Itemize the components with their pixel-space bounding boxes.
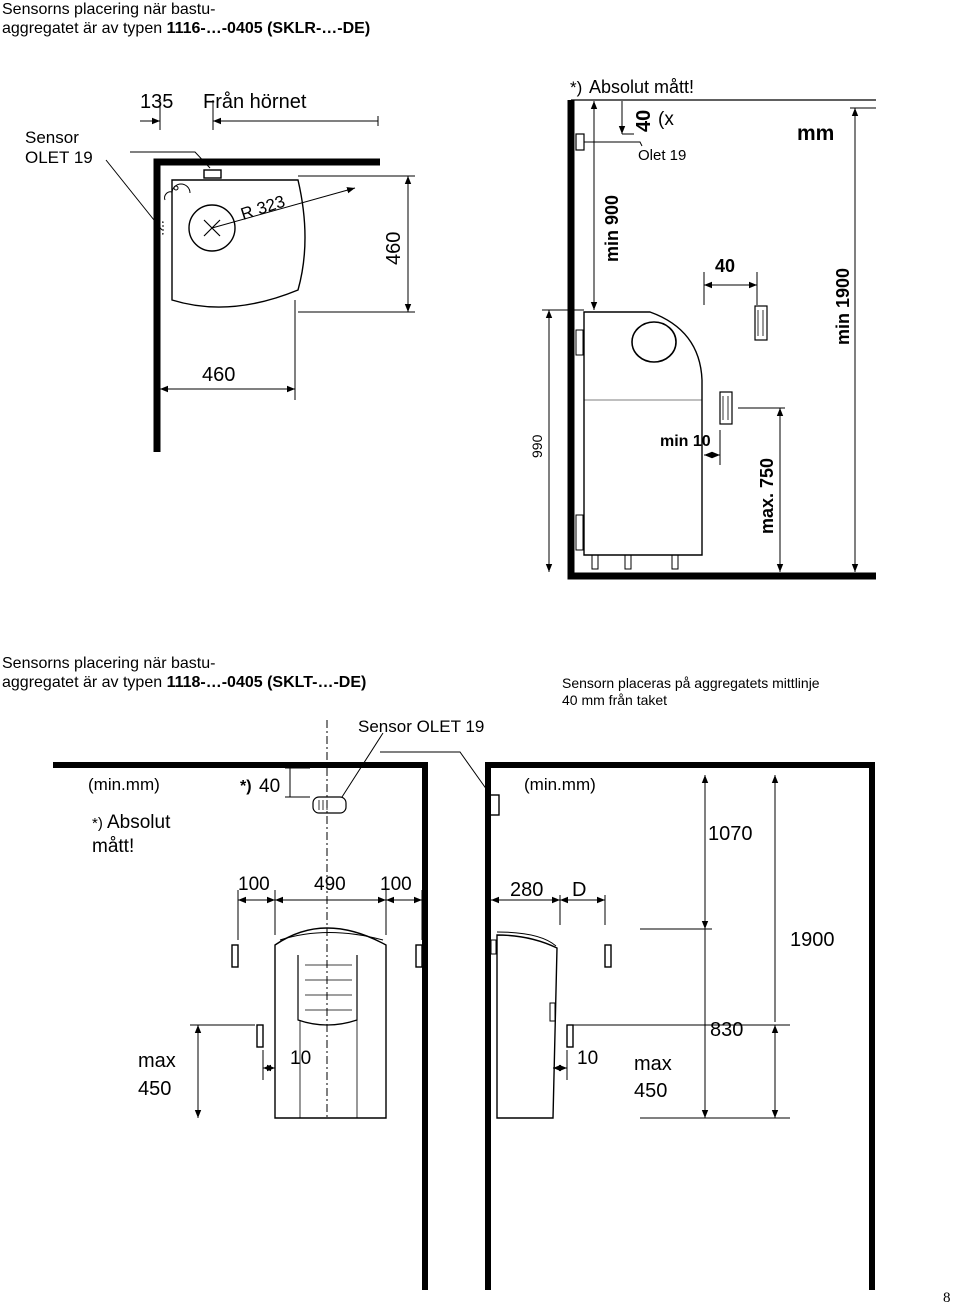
section1-heading-line1: Sensorns placering när bastu-: [2, 1, 216, 18]
section2-note-line1: Sensorn placeras på aggregatets mittlinj…: [562, 675, 820, 691]
section1-heading-prefix: aggregatet är av typen: [2, 20, 167, 37]
absolute-note-marker: *): [570, 78, 582, 97]
dim-40-marker: *): [240, 778, 252, 795]
dim-40-top-suffix: (x: [658, 109, 674, 130]
min-10-label: min 10: [660, 433, 711, 450]
sensor-olet19-side: [489, 794, 500, 816]
section2-note-line2: 40 mm från taket: [562, 692, 668, 708]
front-min-mm: (min.mm): [88, 775, 160, 794]
front-wall: [53, 762, 428, 1290]
sensor-side-lower: [719, 391, 733, 425]
side-wall-floor: [567, 100, 876, 580]
sensor-label: Sensor: [25, 128, 79, 147]
section2-heading: Sensorns placering när bastu- aggregatet…: [2, 654, 366, 692]
section2-heading-line1: Sensorns placering när bastu-: [2, 655, 216, 672]
heater-opening: [631, 321, 677, 363]
sensor-model: OLET 19: [25, 148, 93, 167]
section2-note: Sensorn placeras på aggregatets mittlinj…: [562, 675, 820, 709]
side2-max-line2: 450: [634, 1080, 667, 1102]
dim-40-front: 40: [259, 776, 280, 797]
dim-280: 280: [510, 879, 543, 901]
heater-front: [274, 927, 387, 1119]
dim-830: 830: [710, 1019, 743, 1041]
side2-min-mm: (min.mm): [524, 775, 596, 794]
heater-outline: [171, 179, 306, 308]
section2-heading-prefix: aggregatet är av typen: [2, 674, 167, 691]
dim-40-top: 40: [633, 110, 655, 132]
dim-990-label: 990: [529, 434, 545, 458]
side-view-2: (min.mm) 280 D 1070 1900 830 10 max 450: [380, 751, 875, 1290]
dim-460-vertical: 460: [383, 232, 405, 265]
dim-100-right: 100: [380, 874, 412, 895]
heater-side-2: [496, 934, 558, 1119]
max-750-label: max. 750: [757, 458, 777, 534]
plan-wall: [153, 158, 380, 452]
front-abs-line2: mått!: [92, 836, 134, 857]
front-view-2: Sensor OLET 19 (min.mm) *) Absolut mått!…: [53, 717, 484, 1290]
olet-label: Olet 19: [638, 147, 686, 164]
sensor-olet19-plan: [203, 169, 222, 179]
side2-walls: [485, 762, 875, 1290]
section1-heading: Sensorns placering när bastu- aggregatet…: [2, 0, 370, 38]
dim-460-horizontal: 460: [202, 364, 235, 386]
sensor-side-upper: [754, 305, 768, 341]
radius-label: R 323: [238, 192, 287, 224]
sensor-olet19-front: [312, 796, 347, 814]
front-max-line2: 450: [138, 1078, 171, 1100]
front-max-line1: max: [138, 1050, 176, 1072]
section1-heading-model: 1116-…-0405 (SKLR-…-DE): [166, 20, 371, 37]
side-view-1: *) Absolut mått! 40 (x Olet 19 mm min 90…: [529, 77, 876, 580]
plan-view: Sensor OLET 19 135 Från hörnet R 323 460…: [25, 91, 415, 452]
front-dim-10: 10: [290, 1048, 311, 1069]
min-1900-label: min 1900: [833, 268, 853, 345]
dim-1900: 1900: [790, 929, 835, 951]
front-abs-marker: *): [92, 815, 103, 832]
min-900-label: min 900: [602, 195, 622, 262]
heater-side: [583, 311, 703, 556]
unit-mm: mm: [797, 122, 834, 145]
front-abs-line1: Absolut: [107, 812, 171, 833]
dim-1070: 1070: [708, 823, 753, 845]
side2-dim-10: 10: [577, 1048, 598, 1069]
side2-max-line1: max: [634, 1053, 672, 1075]
page-number: 8: [943, 1290, 951, 1306]
dim-100-left: 100: [238, 874, 270, 895]
dim-490: 490: [314, 874, 346, 895]
absolute-note: Absolut mått!: [589, 77, 694, 97]
from-corner-label: Från hörnet: [203, 91, 307, 113]
dim-135: 135: [140, 91, 173, 113]
dim-40-label: 40: [715, 256, 735, 276]
dim-d: D: [572, 879, 586, 901]
heater-stones-circle: [188, 204, 236, 252]
section2-heading-model: 1118-…-0405 (SKLT-…-DE): [166, 674, 367, 691]
sensor-callout: Sensor OLET 19: [358, 717, 484, 736]
